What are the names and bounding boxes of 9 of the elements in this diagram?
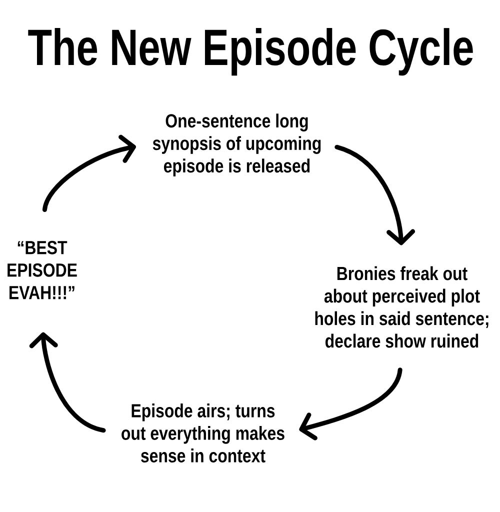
step-text: Bronies freak out about perceived plot holes in said sentence; declare show ruined (315, 266, 488, 348)
step-text: “BEST EPISODE EVAH!!!” (8, 240, 77, 300)
curved-arrow (42, 134, 136, 212)
curved-arrow (334, 144, 416, 246)
step-text: Episode airs; turns out everything makes sense in context (122, 404, 284, 462)
step-text: One-sentence long synopsis of upcoming episode is released (152, 114, 321, 176)
title: The New Episode Cycle (28, 28, 473, 76)
curved-arrow (299, 368, 402, 440)
curved-arrow (29, 332, 106, 433)
